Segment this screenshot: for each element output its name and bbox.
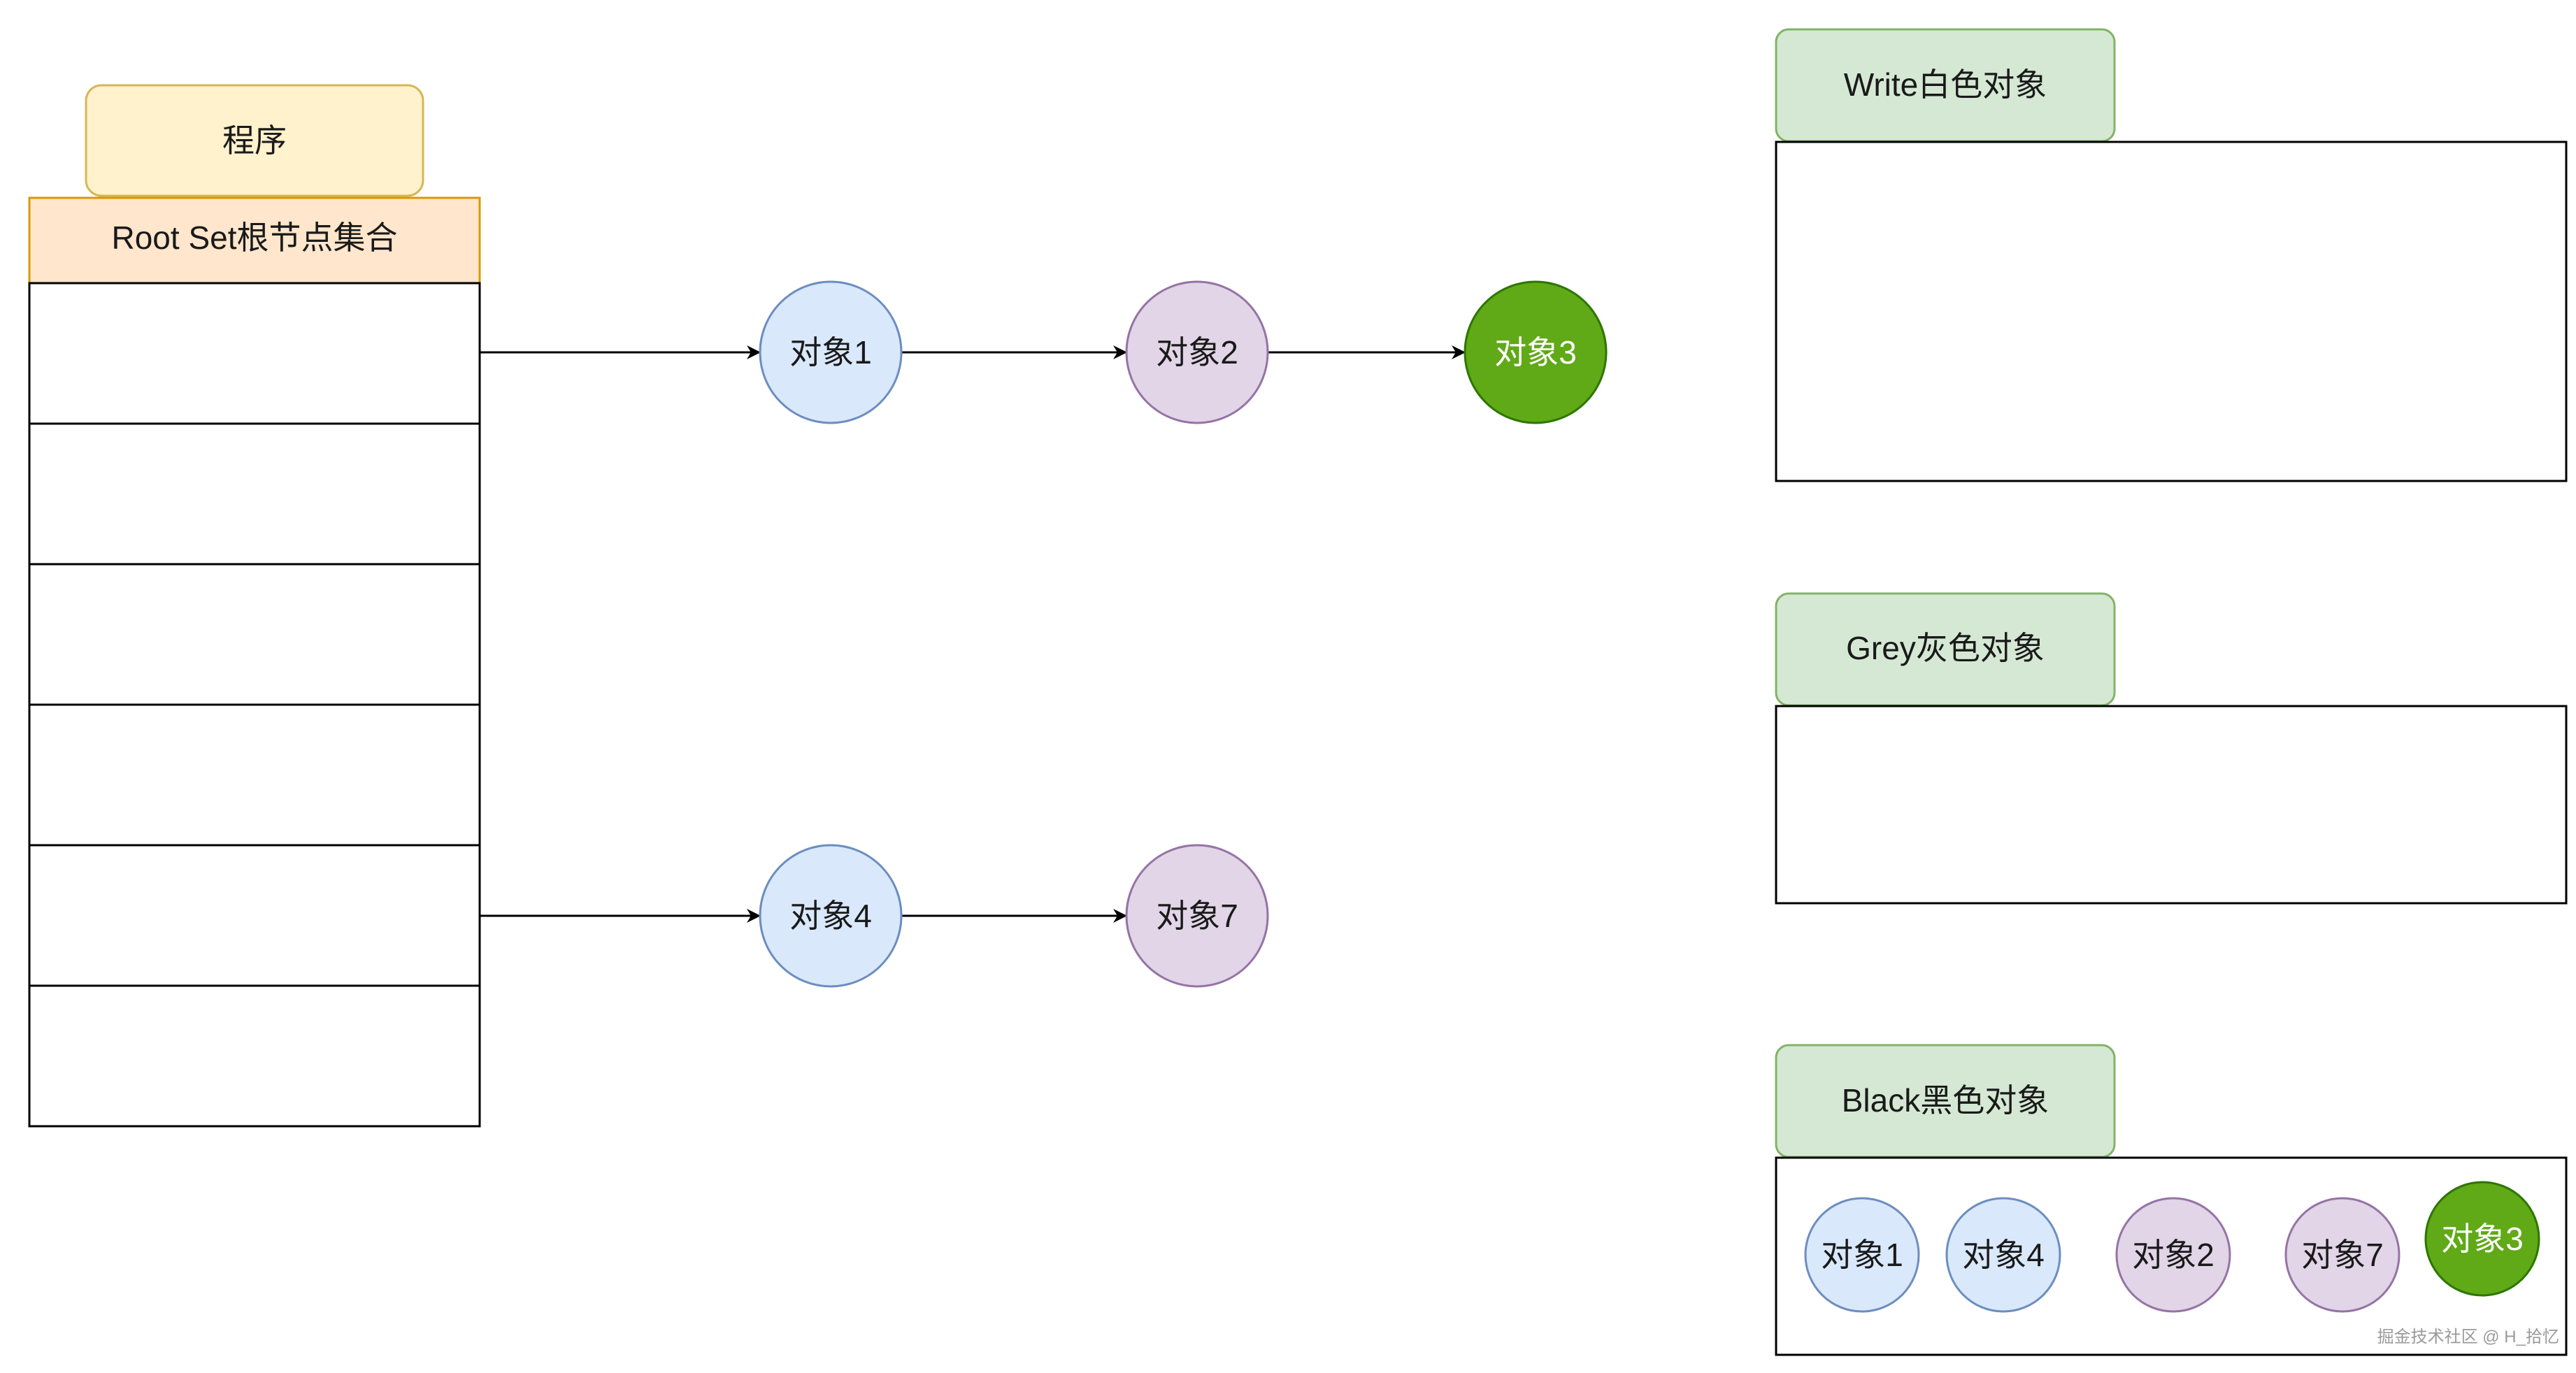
- node-obj7: 对象7: [1125, 844, 1269, 988]
- black-node-obj4: 对象4: [1945, 1197, 2061, 1313]
- root-slot: [28, 282, 481, 425]
- root-slot: [28, 984, 481, 1128]
- white-set-label: Write白色对象: [1844, 66, 2047, 103]
- black-node-obj2: 对象2: [2115, 1197, 2231, 1313]
- node-obj3-label: 对象3: [1494, 334, 1577, 371]
- node-obj1: 对象1: [759, 280, 903, 424]
- black-node-obj1: 对象1: [1804, 1197, 1920, 1313]
- node-obj1-label: 对象1: [789, 334, 872, 371]
- root-set-title: Root Set根节点集合: [112, 220, 398, 256]
- root-slot: [28, 844, 481, 987]
- node-obj4-label: 对象4: [789, 898, 872, 934]
- black-node-obj2-label: 对象2: [2132, 1237, 2214, 1273]
- black-node-obj3-label: 对象3: [2441, 1221, 2524, 1257]
- root-set-header: Root Set根节点集合: [28, 196, 481, 285]
- black-node-obj4-label: 对象4: [1962, 1237, 2045, 1273]
- black-node-obj3: 对象3: [2424, 1181, 2540, 1297]
- grey-set-label: Grey灰色对象: [1846, 630, 2045, 666]
- node-obj3: 对象3: [1464, 280, 1608, 424]
- node-obj2: 对象2: [1125, 280, 1269, 424]
- watermark: 掘金技术社区 @ H_拾忆: [2377, 1328, 2559, 1346]
- root-set-slots: [28, 282, 481, 1128]
- root-slot: [28, 703, 481, 847]
- grey-set-panel: Grey灰色对象: [1775, 592, 2568, 905]
- reference-edges: [480, 345, 1466, 923]
- black-set-panel: Black黑色对象 对象1 对象4 对象2 对象7 对象3: [1775, 1044, 2568, 1356]
- grey-set-box: [1775, 705, 2568, 905]
- white-set-box: [1775, 141, 2568, 482]
- black-node-obj7: 对象7: [2284, 1197, 2400, 1313]
- white-set-panel: Write白色对象: [1775, 28, 2568, 482]
- root-slot: [28, 422, 481, 566]
- black-set-label: Black黑色对象: [1842, 1082, 2049, 1119]
- node-obj7-label: 对象7: [1156, 898, 1238, 934]
- program-box: 程序: [85, 84, 424, 197]
- root-slot: [28, 563, 481, 706]
- node-obj2-label: 对象2: [1156, 334, 1238, 371]
- program-label: 程序: [222, 122, 287, 159]
- black-node-obj7-label: 对象7: [2301, 1237, 2384, 1273]
- black-node-obj1-label: 对象1: [1821, 1237, 1903, 1273]
- node-obj4: 对象4: [759, 844, 903, 988]
